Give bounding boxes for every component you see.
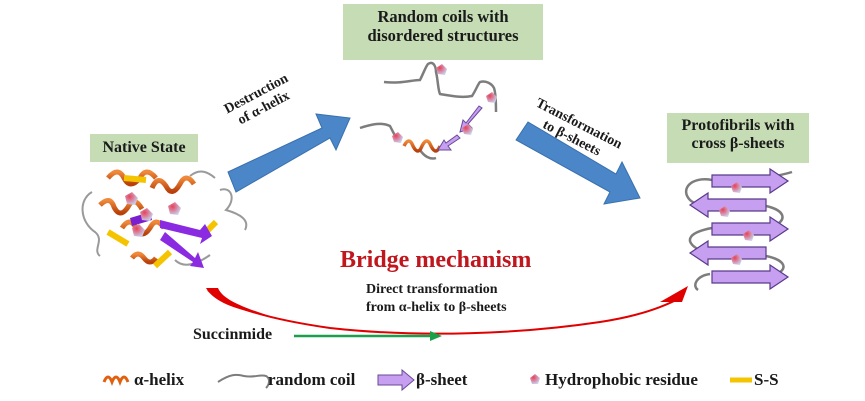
native-state-text: Native State: [102, 139, 186, 156]
legend-label-beta-sheet: β-sheet: [416, 370, 468, 389]
legend-label-random-coil: random coil: [268, 370, 356, 389]
bridge-title: Bridge mechanism: [340, 247, 532, 273]
legend-beta-sheet-icon: [377, 368, 415, 392]
legend-label-alpha-helix: α-helix: [134, 370, 185, 389]
random-coils-line1: Random coils with: [377, 7, 509, 26]
legend-hydrophobic-residue-icon: [530, 374, 540, 384]
legend-label-hydrophobic-residue: Hydrophobic residue: [545, 370, 698, 389]
random-coil-structure: [359, 61, 498, 160]
destruction-arrow: [227, 113, 351, 193]
bridge-desc-line1: Direct transformation: [366, 282, 498, 297]
protofibrils-label: Protofibrils with cross β-sheets: [667, 113, 809, 163]
random-coils-line2: disordered structures: [367, 25, 519, 45]
random-coils-label: Random coils with disordered structures: [343, 4, 543, 60]
legend-label-disulfide: S-S: [754, 370, 779, 389]
bridge-arrow: [206, 286, 688, 335]
legend-alpha-helix-icon: [102, 375, 130, 387]
protofibrils-line2: cross β-sheets: [691, 135, 785, 153]
bridge-description: Direct transformation from α-helix to β-…: [366, 281, 507, 317]
succinimide-label: Succinmide: [193, 326, 273, 343]
succinimide-arrow: [294, 331, 442, 341]
native-state-label: Native State: [90, 134, 198, 162]
protofibril-structure: [684, 167, 793, 292]
legend-random-coil-icon: [217, 373, 270, 389]
protofibrils-line1: Protofibrils with: [681, 117, 795, 134]
native-state-structure: [81, 169, 248, 269]
bridge-desc-line2: from α-helix to β-sheets: [366, 300, 507, 315]
transformation-arrow: [515, 121, 641, 205]
